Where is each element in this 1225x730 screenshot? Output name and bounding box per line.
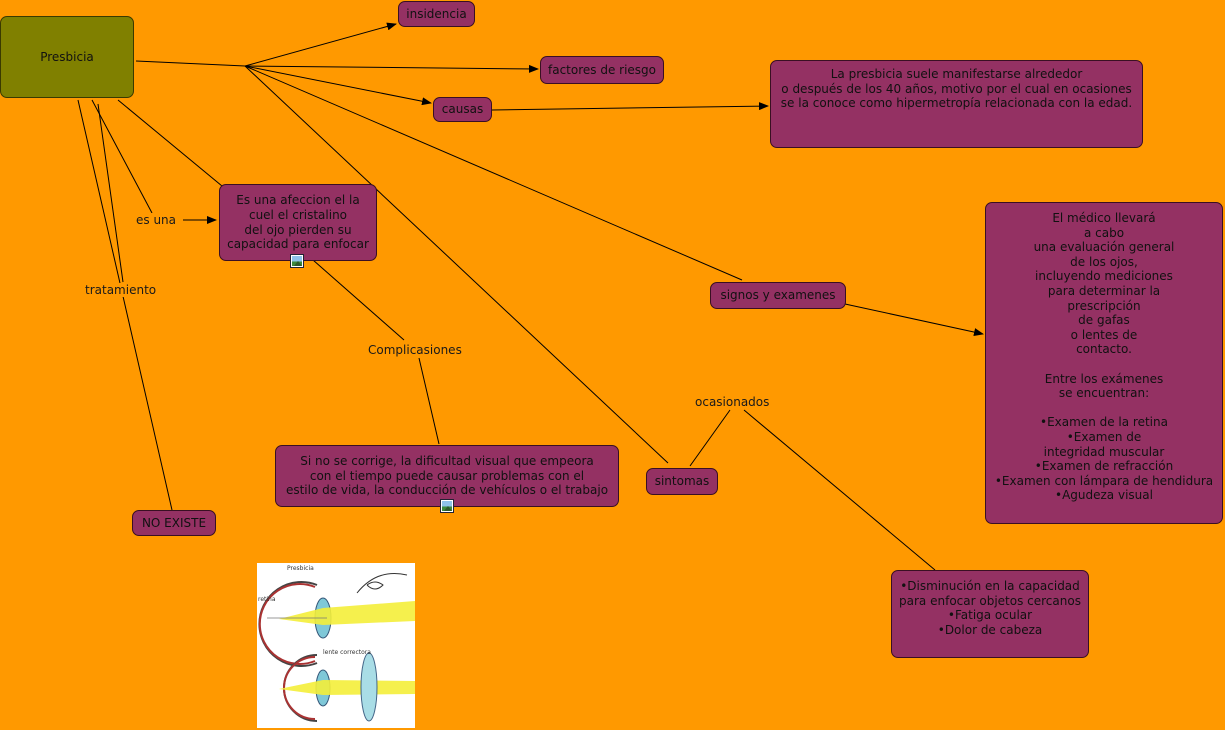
eye-diagram-image[interactable]: Presbicia retina lente correctora — [257, 563, 415, 728]
image-resource-icon[interactable] — [440, 499, 454, 513]
image-resource-icon[interactable] — [290, 254, 304, 268]
causas-node[interactable]: causas — [433, 97, 492, 122]
factores-de-riesgo-node[interactable]: factores de riesgo — [540, 56, 664, 84]
signos-y-examenes-node[interactable]: signos y examenes — [710, 282, 846, 309]
causas-description-node[interactable]: La presbicia suele manifestarse alrededo… — [770, 60, 1143, 148]
sintomas-node[interactable]: sintomas — [646, 468, 718, 495]
sintomas-description-node[interactable]: •Disminución en la capacidad para enfoca… — [891, 570, 1089, 658]
ocasionados-label: ocasionados — [693, 395, 772, 409]
insidencia-node[interactable]: insidencia — [398, 1, 475, 27]
figure-caption-top: Presbicia — [287, 565, 314, 572]
es-una-label: es una — [134, 213, 179, 227]
tratamiento-label: tratamiento — [83, 283, 159, 297]
presbicia-root-node[interactable]: Presbicia — [0, 16, 134, 98]
no-existe-node[interactable]: NO EXISTE — [132, 510, 216, 536]
examenes-description-node[interactable]: El médico llevará a cabo una evaluación … — [985, 202, 1223, 524]
definicion-node[interactable]: Es una afeccion el la cuel el cristalino… — [219, 184, 377, 261]
figure-retina-label: retina — [258, 596, 276, 603]
eye-illustration — [258, 573, 415, 722]
figure-caption-bottom: lente correctora — [323, 649, 371, 656]
complicaciones-label: Complicasiones — [366, 343, 464, 357]
complicaciones-description-node[interactable]: Si no se corrige, la dificultad visual q… — [275, 445, 619, 507]
